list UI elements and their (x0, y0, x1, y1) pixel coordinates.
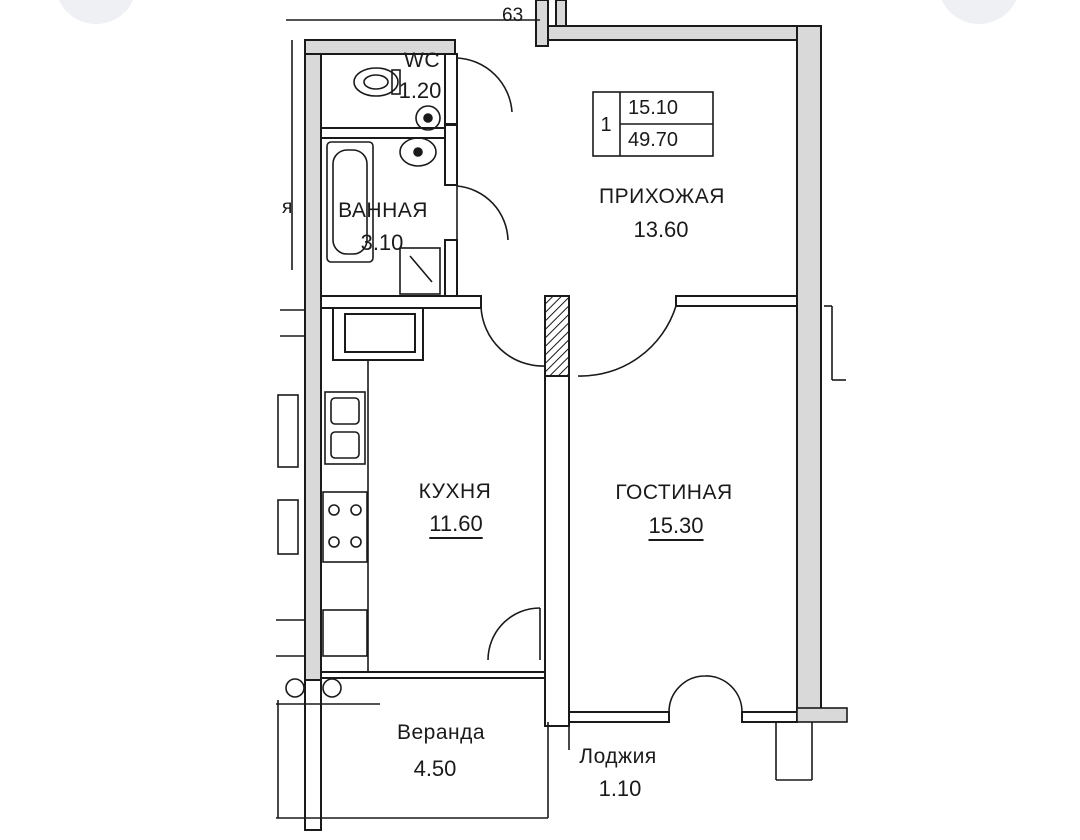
notch-wall-left (535, 0, 549, 47)
outer-walls (304, 0, 822, 717)
living-bottom-wall-right (741, 711, 798, 723)
living-room-area: 15.30 (648, 513, 704, 538)
hallway-name: ПРИХОЖАЯ (599, 185, 725, 208)
lower-left-wall (304, 679, 322, 831)
kitchen-name: КУХНЯ (418, 480, 492, 503)
top-wall (535, 25, 821, 47)
living-top-partition (675, 295, 798, 307)
top-left-wall (304, 39, 456, 55)
shaft-inner (344, 313, 416, 353)
hallway-area: 13.60 (633, 217, 689, 242)
left-wall (304, 39, 322, 681)
right-wall (796, 25, 822, 717)
right-edge-lines (547, 305, 848, 818)
bath-right-partition (444, 124, 458, 186)
partition-walls (304, 53, 798, 831)
wc-bottom-partition (320, 127, 446, 139)
apartment-number: 1 (600, 114, 612, 136)
fixtures (285, 67, 441, 698)
kitchen-area: 11.60 (429, 511, 483, 536)
apartment-total-area: 49.70 (628, 129, 679, 151)
hatched-column (544, 295, 570, 377)
top-edge-label: 63 (502, 5, 524, 26)
neighbor-left-lines (276, 19, 548, 819)
doors (456, 57, 743, 713)
living-bottom-wall-left (568, 711, 670, 723)
apartment-living-area: 15.10 (628, 97, 679, 119)
veranda-top-wall (320, 671, 546, 679)
veranda-name: Веранда (396, 721, 486, 744)
loggia-name: Лоджия (579, 745, 657, 768)
living-room-name: ГОСТИНАЯ (615, 481, 733, 504)
bathroom-area: 3.10 (360, 230, 404, 255)
bath-lower-right-partition (444, 239, 458, 299)
wc-name: WC (404, 49, 440, 72)
apartment-info-box (592, 91, 714, 157)
bathroom-name: ВАННАЯ (338, 199, 428, 222)
loggia-area: 1.10 (598, 776, 642, 801)
bath-bottom-partition (320, 295, 482, 309)
wc-area: 1.20 (398, 78, 442, 103)
notch-wall-right (555, 0, 567, 27)
wc-right-partition (444, 53, 458, 125)
left-edge-fragment: я (282, 197, 293, 218)
veranda-area: 4.50 (413, 756, 457, 781)
